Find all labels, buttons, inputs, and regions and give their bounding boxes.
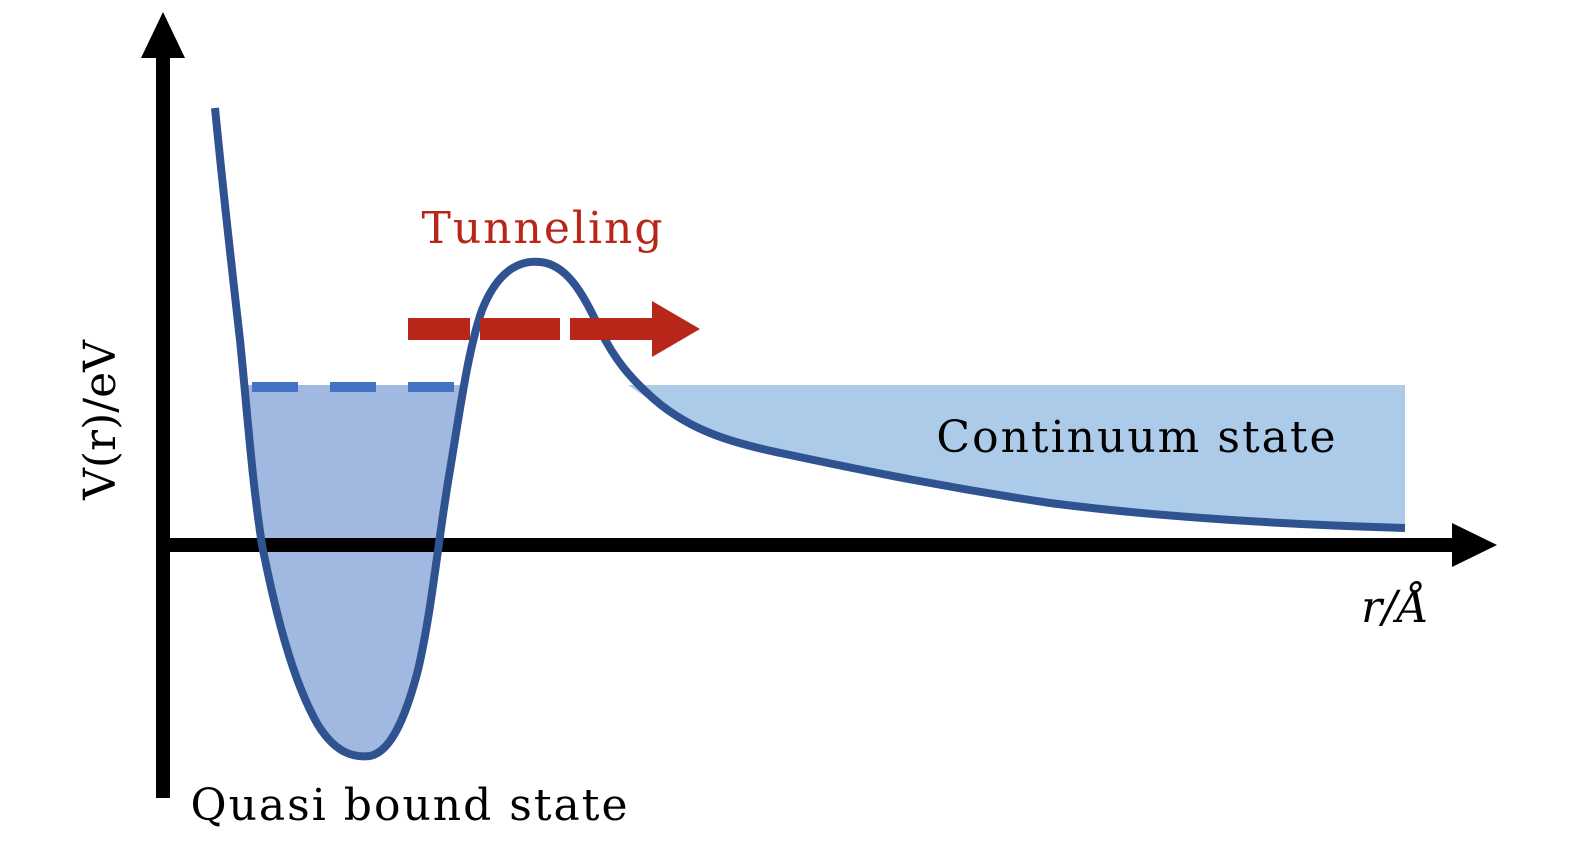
quasi-bound-state-label: Quasi bound state	[191, 780, 630, 831]
tunneling-label: Tunneling	[421, 203, 664, 254]
potential-curve	[211, 107, 1406, 761]
x-axis-arrowhead	[1452, 523, 1497, 567]
continuum-state-label: Continuum state	[936, 412, 1337, 463]
y-axis-arrowhead	[141, 12, 185, 58]
x-axis-label: r/Å	[1361, 580, 1429, 633]
continuum-fill	[628, 385, 1405, 528]
tunneling-arrowhead	[652, 301, 700, 357]
quasi-bound-well-fill	[246, 385, 465, 757]
y-axis-label: V(r)/eV	[75, 339, 126, 501]
